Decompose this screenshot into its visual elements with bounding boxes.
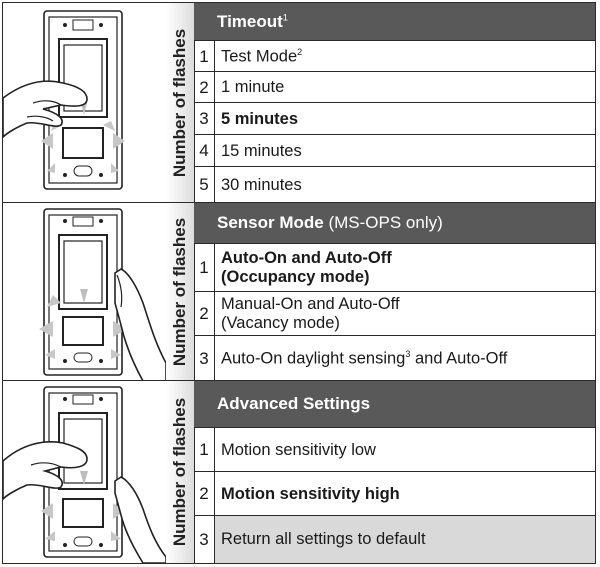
flash-count: 1: [194, 41, 215, 72]
hands-pressing-switch-icon: [3, 386, 166, 563]
table-row: 3 5 minutes: [194, 102, 595, 135]
row-label: Manual-On and Auto-Off: [221, 295, 400, 314]
advanced-settings-header: Advanced Settings: [194, 381, 595, 428]
flashes-label-column: Number of flashes: [166, 381, 195, 563]
flash-count: 2: [194, 292, 215, 336]
flash-count: 5: [194, 167, 215, 203]
shaded-cell: [215, 516, 595, 563]
sensor-mode-section: Number of flashes Sensor Mode (MS-OPS on…: [2, 202, 596, 382]
row-label-suffix: and Auto-Off: [410, 349, 508, 368]
flash-count: 4: [194, 135, 215, 167]
number-of-flashes-label: Number of flashes: [170, 397, 189, 547]
advanced-settings-section: Number of flashes Advanced Settings 1 Mo…: [2, 380, 596, 564]
flash-count: 3: [194, 516, 215, 563]
table-row: 2 Motion sensitivity high: [194, 471, 595, 516]
footnote-ref: 2: [297, 46, 303, 57]
flashes-label-column: Number of flashes: [166, 3, 195, 203]
row-sublabel: (Occupancy mode): [221, 268, 370, 286]
advanced-settings-table: Advanced Settings 1 Motion sensitivity l…: [194, 381, 595, 563]
row-label: Return all settings to default: [221, 530, 426, 549]
table-row: 2 Manual-On and Auto-Off(Vacancy mode): [194, 291, 595, 336]
switch-illustration-press-both: [3, 381, 167, 563]
sensor-mode-header: Sensor Mode (MS-OPS only): [194, 203, 595, 244]
sensor-mode-table: Sensor Mode (MS-OPS only) 1 Auto-On and …: [194, 203, 595, 381]
table-row: 3 Return all settings to default: [194, 515, 595, 563]
sensor-mode-title: Sensor Mode: [217, 213, 324, 232]
sensor-mode-subtitle: (MS-OPS only): [323, 213, 443, 232]
flash-count: 2: [194, 72, 215, 103]
row-sublabel: (Vacancy mode): [221, 314, 340, 332]
timeout-table: Timeout1 1 Test Mode2 2 1 minute 3 5 min…: [194, 3, 595, 203]
flash-count: 3: [194, 336, 215, 381]
flash-count: 1: [194, 428, 215, 472]
advanced-settings-title: Advanced Settings: [217, 394, 371, 413]
flash-count: 3: [194, 103, 215, 135]
row-label-default: Motion sensitivity high: [221, 484, 400, 503]
row-label: Auto-On daylight sensing: [221, 349, 406, 368]
table-row: 1 Motion sensitivity low: [194, 427, 595, 472]
row-label: Test Mode: [221, 47, 298, 66]
timeout-footnote-ref: 1: [282, 11, 288, 22]
hand-pressing-switch-icon: [3, 10, 125, 190]
row-label: 30 minutes: [221, 175, 302, 194]
timeout-section: Number of flashes Timeout1 1 Test Mode2 …: [2, 2, 596, 204]
flashes-label-column: Number of flashes: [166, 203, 195, 381]
table-row: 4 15 minutes: [194, 134, 595, 167]
row-label: 1 minute: [221, 78, 285, 97]
number-of-flashes-label: Number of flashes: [170, 28, 189, 178]
number-of-flashes-label: Number of flashes: [170, 217, 189, 367]
flash-count: 1: [194, 244, 215, 292]
row-label: 15 minutes: [221, 141, 302, 160]
table-row: 5 30 minutes: [194, 166, 595, 203]
table-row: 1 Test Mode2: [194, 40, 595, 72]
footnote-ref: 3: [405, 348, 411, 359]
hand-pressing-side-button-icon: [39, 208, 166, 381]
timeout-header: Timeout1: [194, 3, 595, 41]
table-row: 1 Auto-On and Auto-Off(Occupancy mode): [194, 243, 595, 292]
row-label-default: Auto-On and Auto-Off: [221, 249, 392, 268]
switch-illustration-press-top: [3, 3, 167, 203]
row-label: Motion sensitivity low: [221, 440, 376, 459]
row-label-default: 5 minutes: [221, 109, 299, 128]
switch-illustration-press-side: [3, 203, 167, 381]
flash-count: 2: [194, 472, 215, 516]
table-row: 3 Auto-On daylight sensing3 and Auto-Off: [194, 335, 595, 381]
timeout-title: Timeout: [217, 11, 283, 31]
table-row: 2 1 minute: [194, 71, 595, 103]
